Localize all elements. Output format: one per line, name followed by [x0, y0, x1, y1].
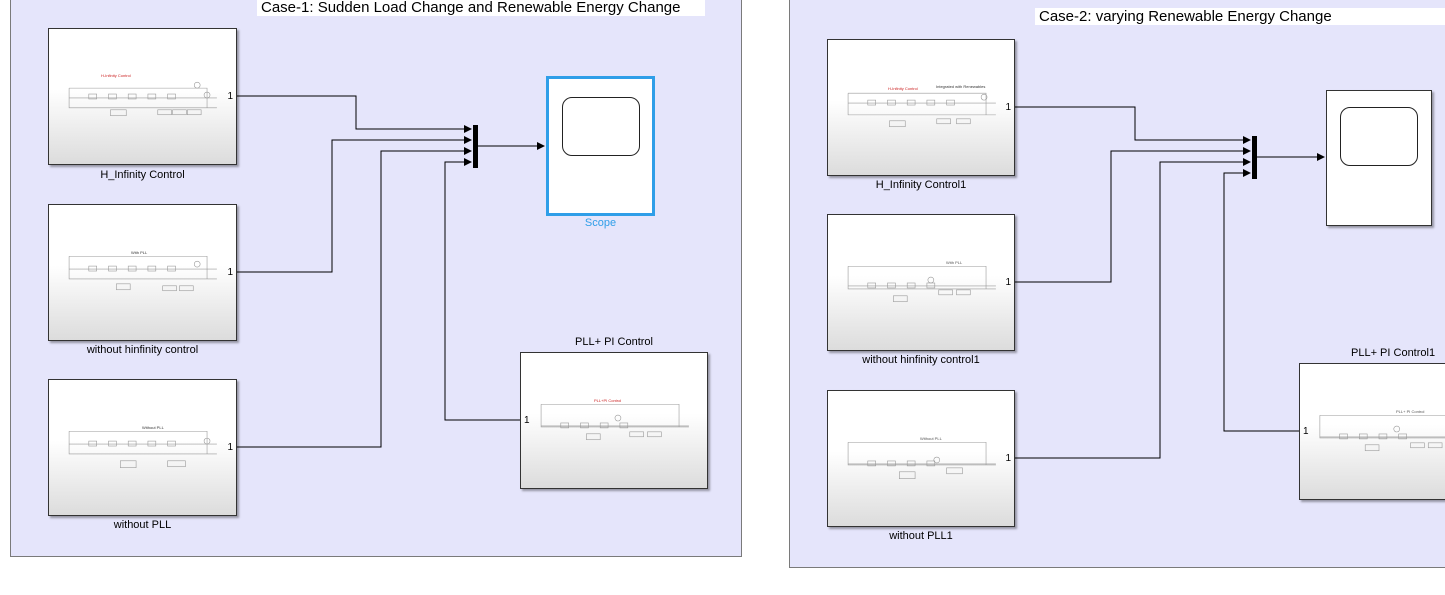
output-port-label: 1 [227, 91, 233, 102]
mux-block[interactable] [1252, 136, 1257, 179]
mux-block[interactable] [473, 125, 478, 168]
without-pll-label: without PLL [113, 519, 172, 531]
output-port-label: 1 [1005, 102, 1011, 113]
case-2-title: Case-2: varying Renewable Energy Change [1035, 8, 1445, 25]
input-port-label: 1 [1303, 426, 1309, 437]
subsystem-thumbnail [847, 92, 996, 128]
output-port-label: 1 [1005, 453, 1011, 464]
without-pll-block[interactable]: Without PLL 1 [48, 379, 237, 516]
case-1-title: Case-1: Sudden Load Change and Renewable… [257, 0, 705, 16]
subsystem-thumbnail [68, 81, 217, 117]
scope1-block[interactable] [1326, 90, 1432, 226]
thumbnail-title: H-Infinity Control [101, 73, 131, 78]
thumbnail-title: PLL+ PI Control [1396, 409, 1425, 414]
h-infinity-control-label: H_Infinity Control [100, 169, 185, 181]
thumbnail-title: Without PLL [920, 436, 942, 441]
subsystem-thumbnail [847, 265, 996, 303]
thumbnail-title: With PLL [946, 260, 963, 265]
scope-label: Scope [584, 217, 617, 229]
h-infinity-control1-block[interactable]: H-Infinity Control Integrated with Renew… [827, 39, 1015, 176]
subsystem-thumbnail [1319, 414, 1445, 452]
subsystem-thumbnail [540, 403, 689, 441]
without-hinfinity-control-label: without hinfinity control [86, 344, 199, 356]
without-hinfinity-control1-label: without hinfinity control1 [862, 354, 980, 366]
input-port-label: 1 [524, 415, 530, 426]
without-hinfinity-control1-block[interactable]: With PLL 1 [827, 214, 1015, 351]
pll-pi-control1-label: PLL+ PI Control1 [1351, 347, 1436, 359]
pll-pi-control-label: PLL+ PI Control [575, 336, 653, 348]
h-infinity-control-block[interactable]: H-Infinity Control 1 [48, 28, 237, 165]
without-pll1-block[interactable]: Without PLL 1 [827, 390, 1015, 527]
thumbnail-title: With PLL [131, 250, 148, 255]
h-infinity-control1-label: H_Infinity Control1 [875, 179, 967, 191]
subsystem-thumbnail [847, 441, 996, 479]
thumbnail-title: PLL+PI Control [594, 398, 622, 403]
pll-pi-control-block[interactable]: PLL+PI Control 1 [520, 352, 708, 489]
output-port-label: 1 [227, 267, 233, 278]
thumbnail-subtitle: Integrated with Renewables [936, 84, 986, 89]
without-pll1-label: without PLL1 [889, 530, 953, 542]
pll-pi-control1-block[interactable]: PLL+ PI Control 1 [1299, 363, 1445, 500]
thumbnail-title: H-Infinity Control [888, 86, 918, 91]
scope-block[interactable] [546, 76, 655, 216]
subsystem-thumbnail [68, 430, 217, 468]
output-port-label: 1 [1005, 277, 1011, 288]
output-port-label: 1 [227, 442, 233, 453]
thumbnail-title: Without PLL [142, 425, 164, 430]
scope-screen-icon [1340, 107, 1418, 166]
subsystem-thumbnail [68, 255, 217, 292]
scope-screen-icon [562, 97, 640, 156]
without-hinfinity-control-block[interactable]: With PLL 1 [48, 204, 237, 341]
